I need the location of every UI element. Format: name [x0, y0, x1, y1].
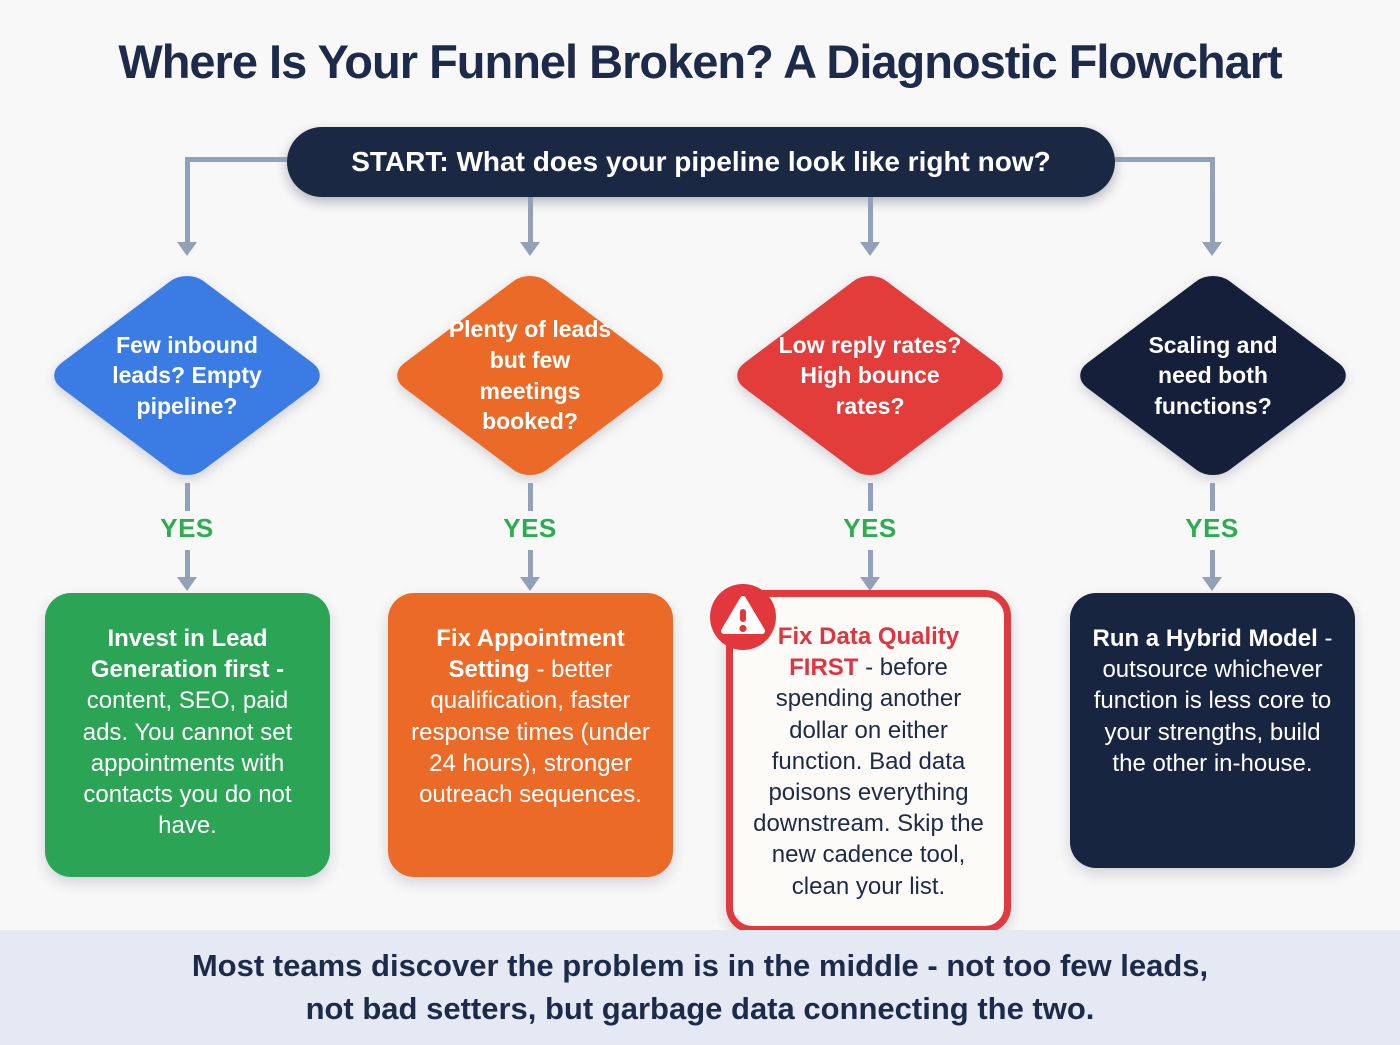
result-rest-text: - better qualification, faster response … — [411, 656, 650, 808]
connector-yes — [1210, 550, 1215, 577]
connector-yes — [185, 550, 190, 577]
warning-triangle-icon — [710, 584, 776, 650]
footer-takeaway-bar: Most teams discover the problem is in th… — [0, 930, 1400, 1045]
connector-yes — [868, 550, 873, 577]
diamond-shape-icon — [54, 275, 320, 476]
connector-stub — [185, 483, 190, 511]
yes-label: YES — [843, 513, 897, 543]
diamond-question: Low reply rates? High bounce rates? — [778, 331, 962, 419]
diamond-shape-icon — [397, 275, 663, 476]
arrow-down-icon — [1202, 577, 1222, 591]
connector-stub — [1210, 483, 1215, 511]
start-node: START: What does your pipeline look like… — [287, 127, 1115, 197]
result-bold-text: Run a Hybrid Model — [1092, 625, 1318, 652]
connector-stub — [528, 483, 533, 511]
diamond-question: Scaling and need both functions? — [1148, 331, 1278, 419]
arrow-down-icon — [177, 242, 197, 256]
result-bold-text: Invest in Lead Generation first - — [90, 625, 285, 684]
decision-diamond-reply-rates: Low reply rates? High bounce rates? — [725, 268, 1015, 483]
diamond-question: Plenty of leads but few meetings booked? — [448, 316, 612, 435]
arrow-down-icon — [520, 242, 540, 256]
connector-down-2 — [528, 197, 533, 242]
decision-diamond-scaling: Scaling and need both functions? — [1068, 268, 1358, 483]
result-box-lead-generation: Invest in Lead Generation first - conten… — [45, 593, 330, 877]
yes-label: YES — [160, 513, 214, 543]
connector-down-3 — [868, 197, 873, 242]
arrow-down-icon — [860, 577, 880, 591]
page-title: Where Is Your Funnel Broken? A Diagnosti… — [118, 35, 1282, 88]
result-rest-text: - before spending another dollar on eith… — [753, 654, 984, 900]
arrow-down-icon — [177, 577, 197, 591]
arrow-down-icon — [1202, 242, 1222, 256]
result-rest-text: - outsource whichever function is less c… — [1093, 625, 1333, 777]
result-box-data-quality: Fix Data Quality FIRST - before spending… — [710, 584, 1011, 933]
connector-right-horizontal — [1115, 157, 1215, 162]
connector-left-horizontal — [185, 157, 287, 162]
footer-line-2: not bad setters, but garbage data connec… — [305, 990, 1095, 1026]
arrow-down-icon — [860, 242, 880, 256]
decision-diamond-few-meetings: Plenty of leads but few meetings booked? — [385, 268, 675, 483]
result-bold-text: Fix Appointment Setting — [436, 625, 625, 684]
footer-line-1: Most teams discover the problem is in th… — [191, 947, 1209, 983]
arrow-down-icon — [520, 577, 540, 591]
result-box-hybrid-model: Run a Hybrid Model - outsource whichever… — [1070, 593, 1355, 868]
yes-label: YES — [1185, 513, 1239, 543]
connector-stub — [868, 483, 873, 511]
diamond-shape-icon — [1080, 275, 1346, 476]
start-node-label: START: What does your pipeline look like… — [351, 146, 1051, 177]
diamond-question: Few inbound leads? Empty pipeline? — [112, 331, 262, 419]
result-box-appointment-setting: Fix Appointment Setting - better qualifi… — [388, 593, 673, 877]
decision-diamond-few-leads: Few inbound leads? Empty pipeline? — [42, 268, 332, 483]
connector-yes — [528, 550, 533, 577]
yes-label: YES — [503, 513, 557, 543]
connector-down-1 — [185, 157, 190, 242]
result-bold-text: Fix Data Quality FIRST — [777, 623, 960, 682]
diamond-shape-icon — [737, 275, 1003, 476]
connector-down-4 — [1210, 157, 1215, 242]
result-rest-text: content, SEO, paid ads. You cannot set a… — [82, 687, 293, 840]
